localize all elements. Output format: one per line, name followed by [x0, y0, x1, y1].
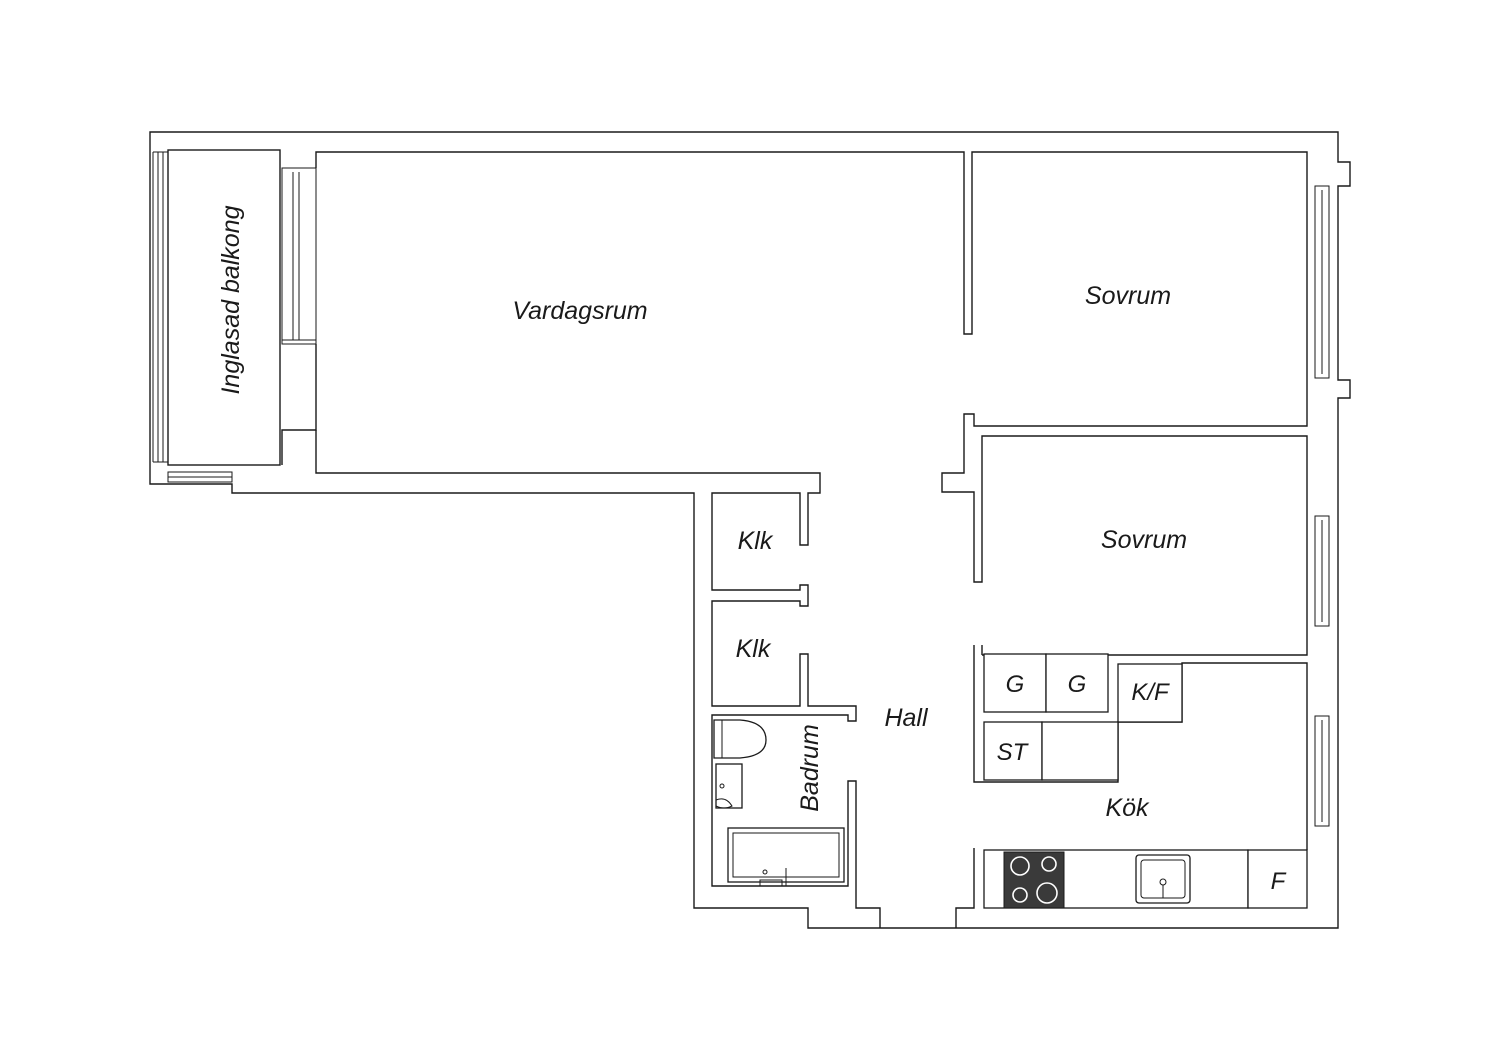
bedroom2-window [1314, 515, 1330, 627]
room-label-balcony: Inglasad balkong [217, 205, 245, 394]
freezer-cabinet [1247, 849, 1308, 909]
balcony-glazing [152, 151, 233, 483]
room-label-bedroom-1: Sovrum [1085, 282, 1171, 310]
wardrobe-1 [983, 653, 1047, 713]
label-storage: ST [997, 739, 1030, 766]
storage-closet [983, 721, 1043, 781]
room-label-kitchen: Kök [1105, 794, 1150, 822]
room-label-living: Vardagsrum [512, 297, 647, 325]
label-freezer: F [1271, 868, 1287, 895]
label-fridge-freezer: K/F [1131, 679, 1170, 706]
bathtub-icon [727, 827, 845, 887]
bedroom1-window [1314, 185, 1330, 379]
balcony-door-window [281, 167, 317, 345]
stove-icon [1003, 851, 1065, 909]
room-label-bathroom: Badrum [796, 724, 824, 812]
room-label-bedroom-2: Sovrum [1101, 526, 1187, 554]
kitchen-window [1314, 715, 1330, 827]
outer-wall [149, 131, 1351, 929]
storage-closet-2 [1041, 721, 1119, 781]
fridge-freezer [1117, 663, 1183, 723]
label-wardrobe-1: G [1006, 671, 1025, 698]
toilet-icon [713, 719, 767, 759]
washbasin-icon [715, 763, 743, 809]
room-label-closet-1: Klk [738, 527, 774, 555]
living-room-wall [315, 151, 1308, 656]
balcony-area [167, 149, 281, 466]
wardrobe-2 [1045, 653, 1109, 713]
room-label-closet-2: Klk [736, 635, 772, 663]
room-label-hall: Hall [884, 704, 929, 732]
label-wardrobe-2: G [1068, 671, 1087, 698]
sink-icon [1135, 854, 1191, 904]
